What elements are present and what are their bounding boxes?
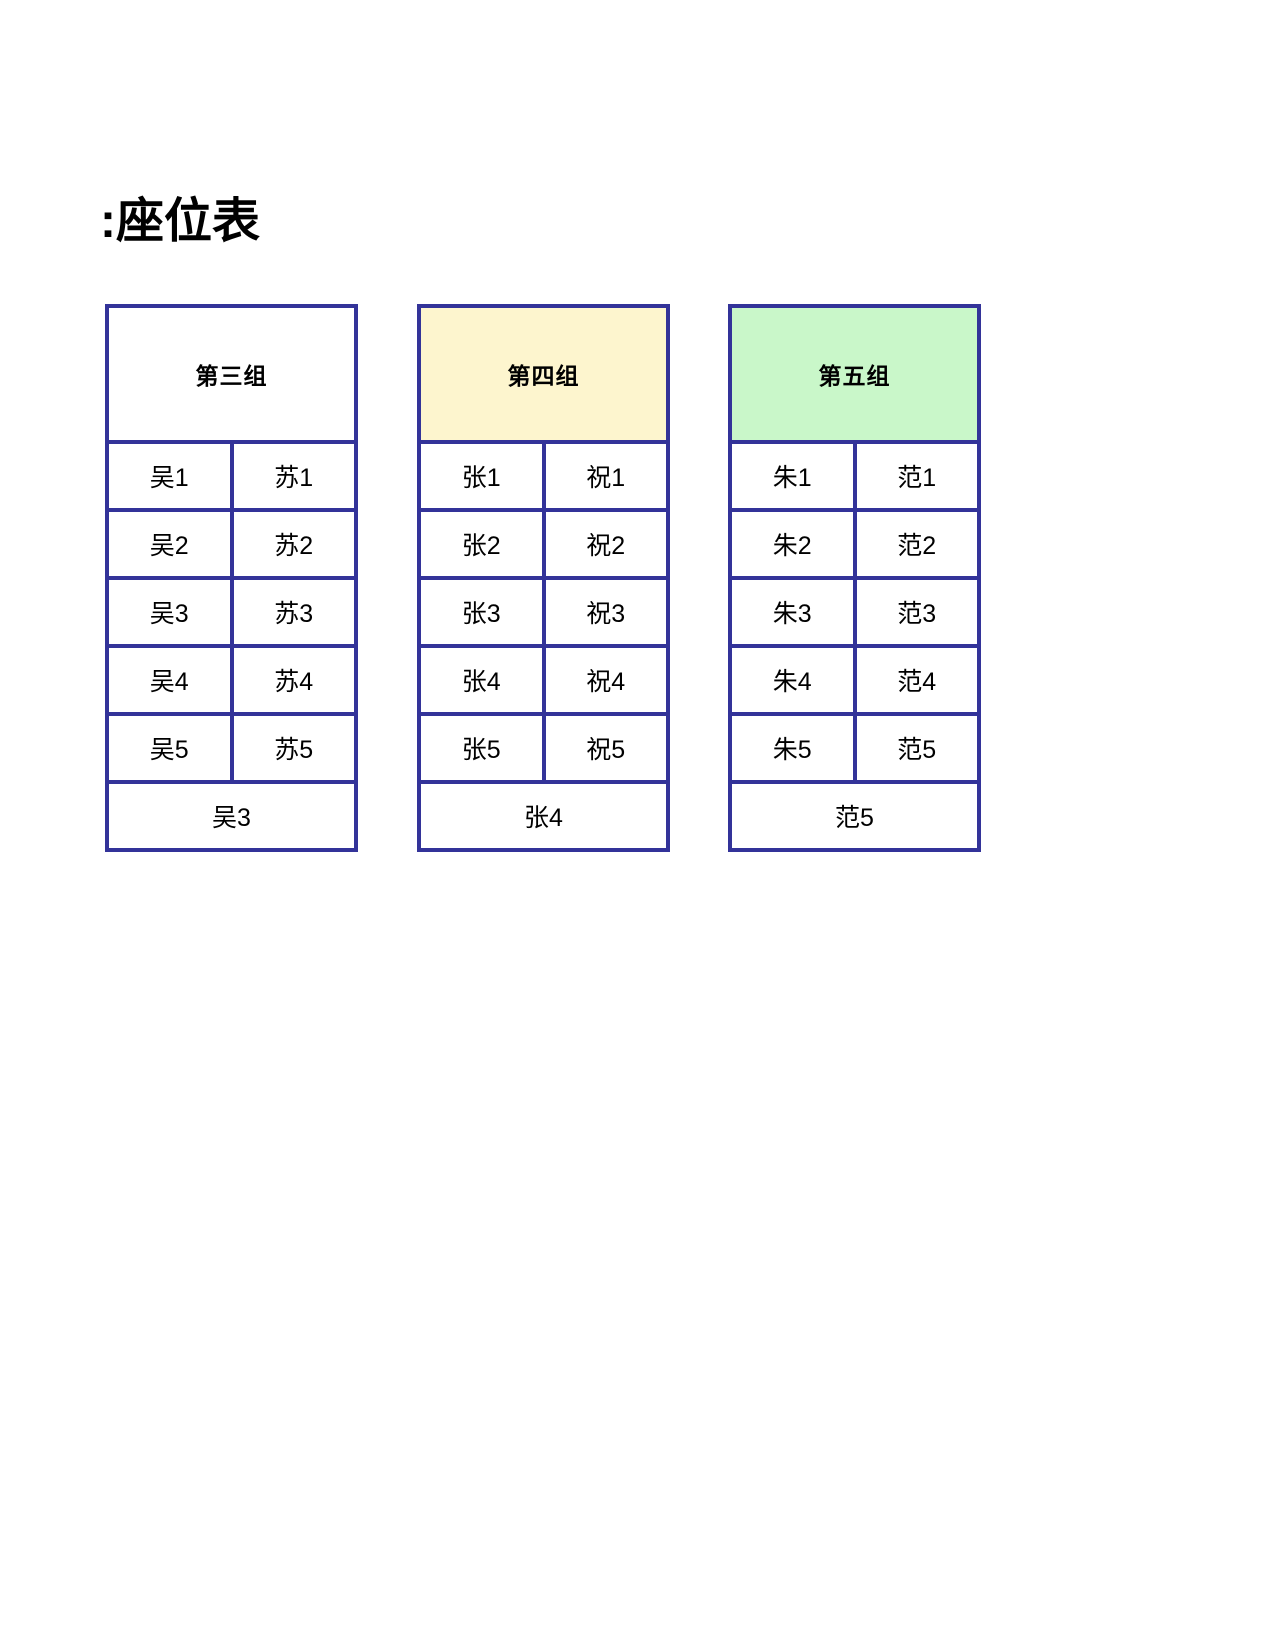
group-header-row: 第四组 xyxy=(417,304,670,444)
group-footer-group-5[interactable]: 范5 xyxy=(728,780,981,852)
page-title: :座位表 xyxy=(100,195,260,248)
seat-cell[interactable]: 苏1 xyxy=(229,440,358,512)
seat-cell[interactable]: 张4 xyxy=(417,644,546,716)
seat-cell[interactable]: 祝4 xyxy=(541,644,670,716)
seat-cell[interactable]: 范3 xyxy=(852,576,981,648)
seat-cell[interactable]: 吴5 xyxy=(105,712,234,784)
group-footer-group-4[interactable]: 张4 xyxy=(417,780,670,852)
seat-cell[interactable]: 吴3 xyxy=(105,576,234,648)
group-header-group-3: 第三组 xyxy=(105,304,358,444)
seat-cell[interactable]: 祝1 xyxy=(541,440,670,512)
seat-cell[interactable]: 张3 xyxy=(417,576,546,648)
seat-cell[interactable]: 张5 xyxy=(417,712,546,784)
group-header-row: 第三组 xyxy=(105,304,358,444)
group-footer-row: 吴3 xyxy=(105,780,358,852)
seat-cell[interactable]: 范1 xyxy=(852,440,981,512)
seat-cell[interactable]: 苏3 xyxy=(229,576,358,648)
seat-cell[interactable]: 张2 xyxy=(417,508,546,580)
seat-cell[interactable]: 朱1 xyxy=(728,440,857,512)
seat-cell[interactable]: 吴1 xyxy=(105,440,234,512)
seat-cell[interactable]: 吴4 xyxy=(105,644,234,716)
seat-cell[interactable]: 祝3 xyxy=(541,576,670,648)
seat-cell[interactable]: 苏4 xyxy=(229,644,358,716)
seat-cell[interactable]: 朱2 xyxy=(728,508,857,580)
seat-cell[interactable]: 朱5 xyxy=(728,712,857,784)
group-header-group-4: 第四组 xyxy=(417,304,670,444)
group-header-group-5: 第五组 xyxy=(728,304,981,444)
group-footer-row: 范5 xyxy=(728,780,981,852)
seat-cell[interactable]: 张1 xyxy=(417,440,546,512)
group-footer-row: 张4 xyxy=(417,780,670,852)
group-footer-group-3[interactable]: 吴3 xyxy=(105,780,358,852)
seat-cell[interactable]: 祝2 xyxy=(541,508,670,580)
seat-cell[interactable]: 朱4 xyxy=(728,644,857,716)
seat-cell[interactable]: 苏2 xyxy=(229,508,358,580)
seat-cell[interactable]: 祝5 xyxy=(541,712,670,784)
seat-cell[interactable]: 朱3 xyxy=(728,576,857,648)
seat-cell[interactable]: 范5 xyxy=(852,712,981,784)
seat-cell[interactable]: 吴2 xyxy=(105,508,234,580)
group-header-row: 第五组 xyxy=(728,304,981,444)
seat-cell[interactable]: 范2 xyxy=(852,508,981,580)
seat-cell[interactable]: 范4 xyxy=(852,644,981,716)
seat-cell[interactable]: 苏5 xyxy=(229,712,358,784)
